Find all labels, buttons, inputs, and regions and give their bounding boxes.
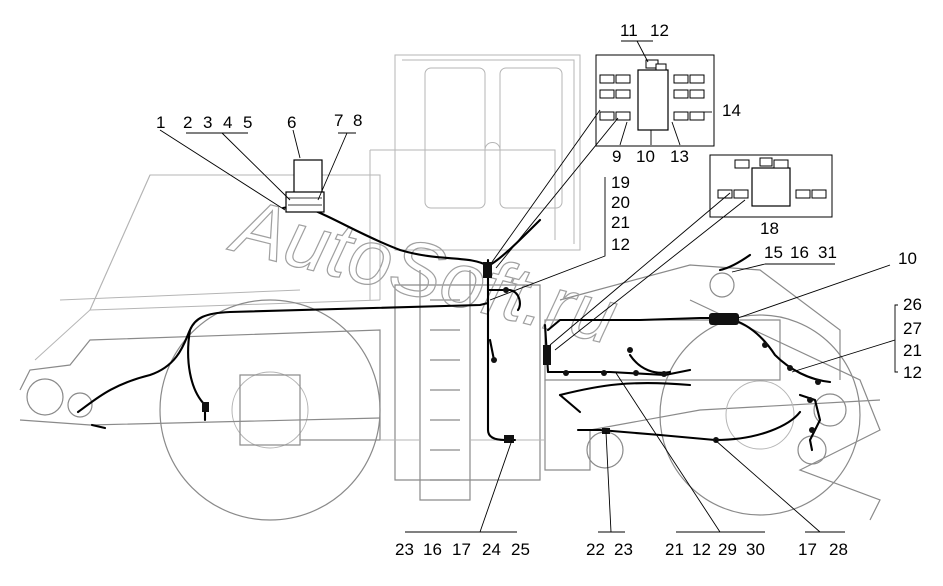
detail-box-middle [709, 154, 833, 218]
callout-7: 7 [334, 111, 343, 130]
callout-26: 26 [903, 295, 922, 314]
callout-bottom-30: 30 [746, 540, 765, 559]
callout-12-top: 12 [650, 21, 669, 40]
callout-13: 13 [670, 147, 689, 166]
detail-box-upper [595, 54, 715, 147]
callout-bottom-28: 28 [829, 540, 848, 559]
callout-bottom-17b: 17 [798, 540, 817, 559]
callout-21-right: 21 [903, 341, 922, 360]
callout-10-right: 10 [898, 249, 917, 268]
callout-bottom-16: 16 [423, 540, 442, 559]
machine-outline [19, 54, 881, 521]
callout-8: 8 [353, 111, 362, 130]
callout-bottom-12: 12 [692, 540, 711, 559]
callout-bottom-23: 23 [395, 540, 414, 559]
callout-10-top: 10 [636, 147, 655, 166]
callout-14: 14 [722, 101, 741, 120]
connectors [202, 262, 821, 443]
callout-9: 9 [612, 147, 621, 166]
callout-27: 27 [903, 319, 922, 338]
callout-16-right: 16 [790, 243, 809, 262]
callout-5: 5 [243, 113, 252, 132]
callout-31: 31 [818, 243, 837, 262]
callout-18: 18 [760, 219, 779, 238]
callouts: 1 2 3 4 5 6 7 8 11 12 14 9 10 13 19 20 2… [156, 21, 922, 559]
callout-2: 2 [183, 113, 192, 132]
callout-bottom-25: 25 [511, 540, 530, 559]
callout-11: 11 [620, 21, 638, 40]
callout-3: 3 [203, 113, 212, 132]
callout-12-mid: 12 [611, 235, 630, 254]
callout-19: 19 [611, 173, 630, 192]
callout-15: 15 [764, 243, 783, 262]
callout-6: 6 [287, 113, 296, 132]
leader-lines [159, 40, 898, 533]
callout-20: 20 [611, 193, 630, 212]
callout-bottom-17: 17 [452, 540, 471, 559]
callout-12-right: 12 [903, 363, 922, 382]
callout-bottom-22: 22 [586, 540, 605, 559]
callout-bottom-29: 29 [718, 540, 737, 559]
callout-21-mid: 21 [611, 213, 630, 232]
callout-bottom-24: 24 [482, 540, 501, 559]
component-6 [285, 159, 325, 213]
callout-bottom-21: 21 [665, 540, 684, 559]
callout-1: 1 [156, 113, 165, 132]
callout-4: 4 [223, 113, 232, 132]
callout-bottom-23b: 23 [614, 540, 633, 559]
